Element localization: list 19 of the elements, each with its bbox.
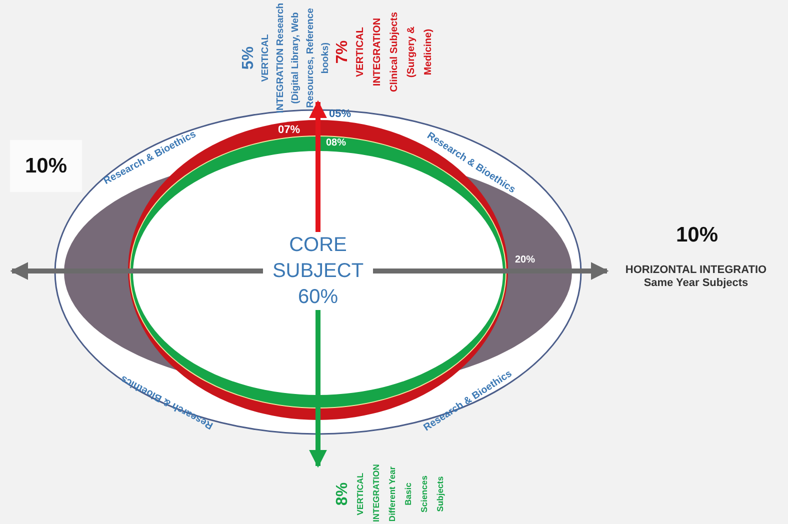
percent-label: 08% <box>326 138 346 148</box>
arrow <box>10 262 263 280</box>
integration-label: VERTICAL INTEGRATION Clinical Subjects (Surgery & Medicine) <box>354 10 435 94</box>
percent-label: 10% <box>676 223 718 247</box>
integration-label: VERTICAL INTEGRATION Research (Digital Library, Web Resources, Reference books) <box>259 2 331 114</box>
integration-label: HORIZONTAL INTEGRATIO <box>625 264 767 277</box>
percent-label: 5% <box>240 46 258 70</box>
arrow <box>309 310 327 468</box>
percent-label: 05% <box>328 108 352 120</box>
percent-label: 07% <box>278 124 300 136</box>
percent-label: 8% <box>334 482 352 506</box>
arrow <box>373 262 609 280</box>
percent-label: 7% <box>334 40 352 64</box>
percent-label: 10% <box>24 154 68 178</box>
integration-label: Same Year Subjects <box>644 277 748 290</box>
percent-label: 20% <box>515 254 535 266</box>
arrow <box>309 100 327 232</box>
integration-label: VERTICAL INTEGRATION Different Year Basic Sciences Subjects <box>354 466 446 522</box>
core-subject-label: CORE SUBJECT 60% <box>263 232 373 310</box>
